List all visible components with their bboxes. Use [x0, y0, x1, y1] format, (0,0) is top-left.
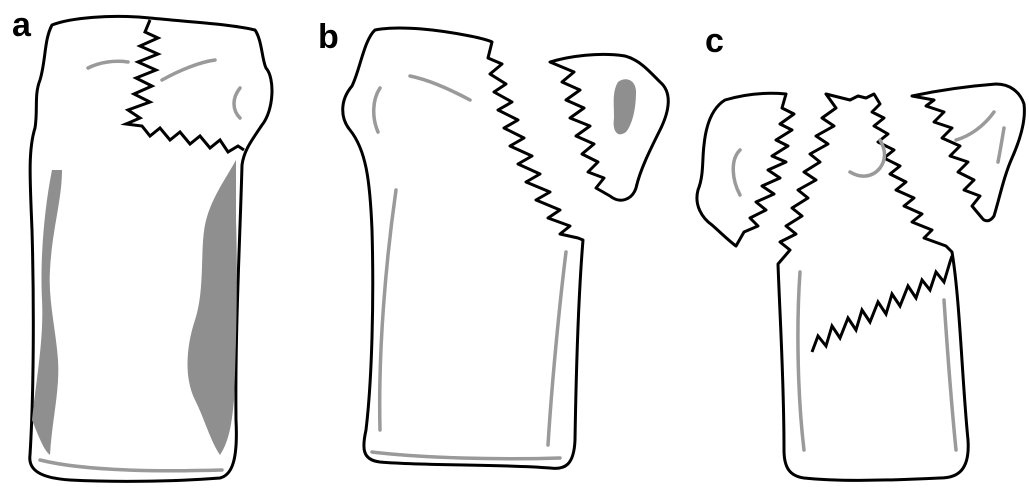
panel-c-right-fragment: [912, 84, 1024, 221]
panel-a: a: [12, 6, 272, 481]
panel-b-separated-fragment: [550, 54, 668, 200]
panel-c-label: c: [705, 22, 724, 60]
panel-a-label: a: [12, 6, 32, 44]
panel-b-label: b: [318, 18, 339, 56]
panel-c: c: [697, 22, 1024, 480]
panel-b: b: [318, 18, 668, 468]
panel-c-left-fragment: [697, 93, 794, 246]
panel-c-main-fragment: [778, 94, 968, 480]
